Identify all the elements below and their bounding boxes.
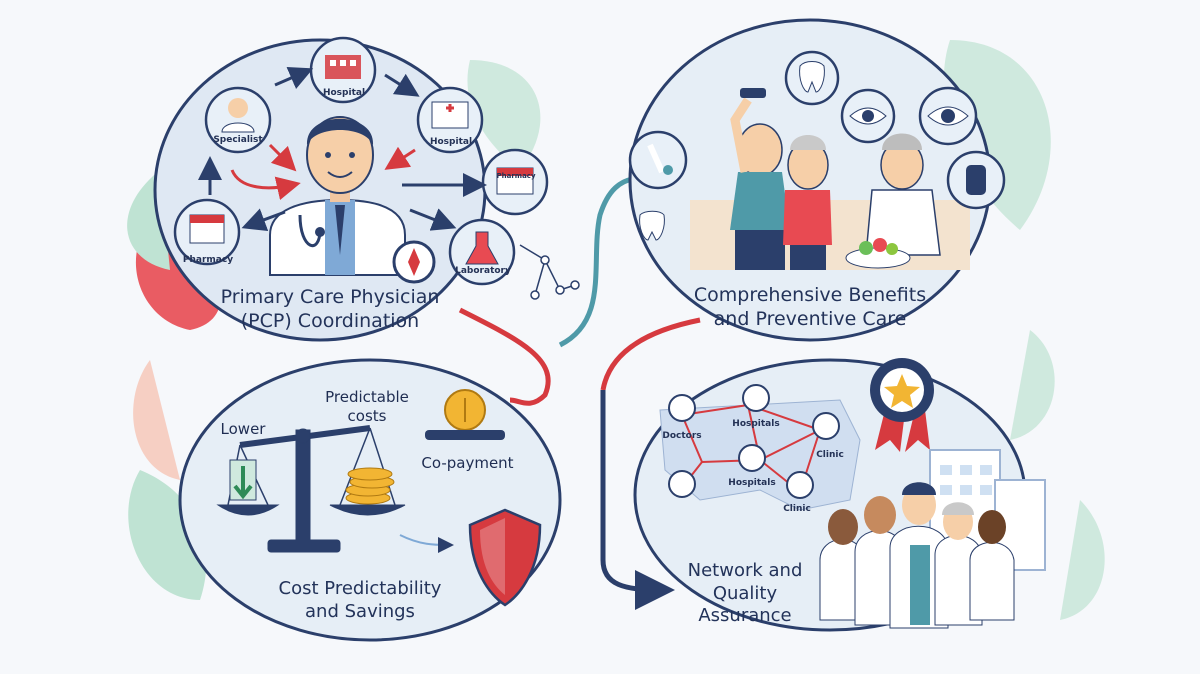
network-title-line1: Network and xyxy=(687,560,803,581)
node-specialist-label: Specialist xyxy=(213,135,263,145)
cost-title: Cost Predictability and Savings xyxy=(235,578,485,623)
lower-label: Lower xyxy=(220,420,266,438)
doctor-woman-illustration xyxy=(865,133,941,256)
node-pharmacy-top-label: Pharmacy xyxy=(496,172,536,180)
node-pharmacy xyxy=(173,198,241,266)
node-hospital-top xyxy=(309,36,377,104)
network-nodes xyxy=(668,384,840,499)
node-specialist xyxy=(204,86,272,154)
node-hospital-right xyxy=(416,86,484,154)
doctors-label: Doctors xyxy=(662,431,702,441)
panel-pcp xyxy=(153,36,580,342)
panel-network xyxy=(633,358,1046,632)
eye-icon-large xyxy=(918,86,978,146)
node-laboratory-label: Laboratory xyxy=(455,266,511,276)
salad-bowl-icon xyxy=(845,238,911,269)
node-pharmacy-top xyxy=(481,148,549,216)
predictable-costs-label: Predictable costs xyxy=(312,388,422,426)
benefits-title-line2: and Preventive Care xyxy=(713,307,907,330)
award-ribbon-icon xyxy=(870,358,934,452)
node-hospital-right-label: Hospital xyxy=(429,137,473,147)
fitness-tracker-icon xyxy=(946,150,1006,210)
cost-title-line2: and Savings xyxy=(305,600,415,622)
network-title-line2: Quality xyxy=(712,582,778,604)
pcp-title: Primary Care Physician (PCP) Coordinatio… xyxy=(190,286,470,334)
balance-scale-icon xyxy=(216,425,406,553)
pcp-title-line2: (PCP) Coordination xyxy=(240,309,420,332)
pcp-arrows xyxy=(198,66,487,232)
cost-arrow xyxy=(399,534,454,553)
node-laboratory xyxy=(448,218,516,286)
pcp-title-line1: Primary Care Physician xyxy=(220,286,440,308)
benefits-title-line1: Comprehensive Benefits xyxy=(693,284,927,306)
eye-icon xyxy=(840,88,896,144)
node-hospital-top-label: Hospital xyxy=(322,88,366,98)
coin-stack-icon xyxy=(345,467,395,505)
network-title-line3: Assurance xyxy=(698,605,792,626)
connector-lines xyxy=(458,175,701,610)
tooth-small-icon xyxy=(639,210,665,241)
joint-icon xyxy=(628,130,688,190)
medical-team-illustration xyxy=(819,482,1015,629)
pcp-doctor-illustration xyxy=(269,116,406,276)
senior-exercising-illustration xyxy=(730,88,790,270)
background-leaves xyxy=(127,40,1105,620)
compass-icon xyxy=(392,240,436,284)
senior-woman-illustration xyxy=(783,135,832,270)
hospitals-mid-label: Hospitals xyxy=(728,478,776,488)
panel-benefits xyxy=(628,18,1006,342)
coin-icon xyxy=(425,389,505,440)
cost-title-line1: Cost Predictability xyxy=(278,578,442,599)
hospitals-label: Hospitals xyxy=(732,419,780,429)
shield-icon xyxy=(468,508,542,607)
benefits-title: Comprehensive Benefits and Preventive Ca… xyxy=(670,284,950,332)
tooth-icon xyxy=(784,50,840,106)
clinic-bottom-label: Clinic xyxy=(783,504,811,514)
predictable-line2: costs xyxy=(347,406,387,425)
clinic-top-label: Clinic xyxy=(816,450,844,460)
molecule-decoration xyxy=(519,244,580,300)
panel-cost xyxy=(178,358,562,642)
down-arrow-icon xyxy=(229,459,257,501)
copayment-label: Co-payment xyxy=(421,454,514,472)
network-title: Network and Quality Assurance xyxy=(660,560,830,628)
node-pharmacy-label: Pharmacy xyxy=(182,255,234,265)
predictable-line1: Predictable xyxy=(325,388,409,406)
